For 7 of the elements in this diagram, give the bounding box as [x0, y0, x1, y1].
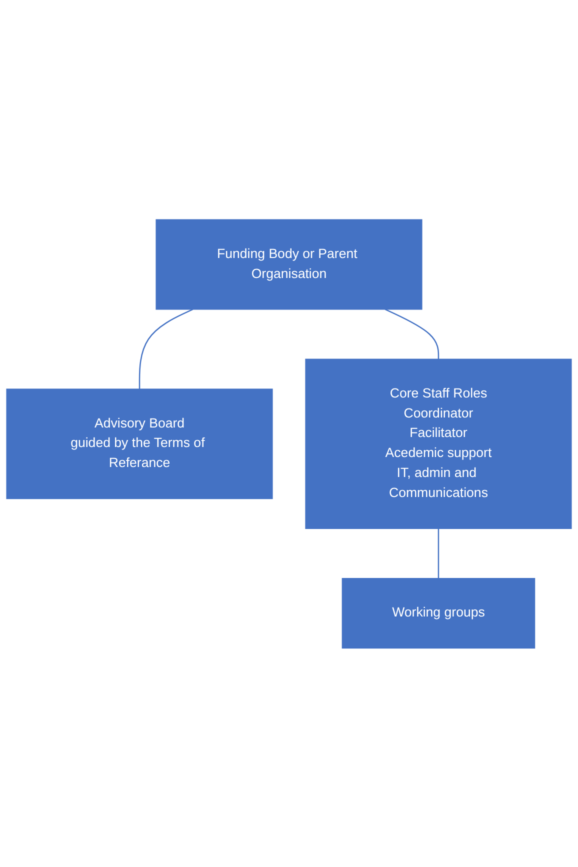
node-box: Working groups	[342, 578, 536, 648]
connector	[138, 308, 194, 389]
node-box: Funding Body or Parent Organisation	[156, 218, 422, 310]
node-box: Core Staff Roles Coordinator Facilitator Acedemic support IT, admin and Communications	[305, 358, 572, 529]
connector	[438, 528, 440, 578]
connector	[384, 308, 440, 359]
node-box: Advisory Board guided by the Terms of Referance	[6, 388, 273, 499]
